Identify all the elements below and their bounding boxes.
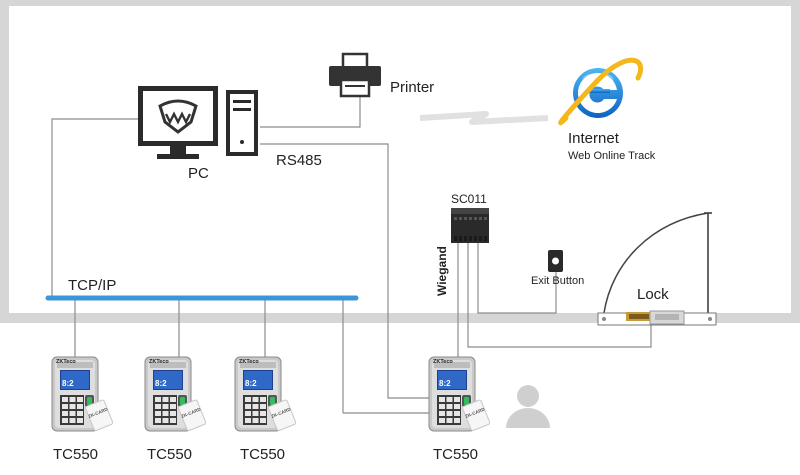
- terminal-brand-1: ZKTeco: [56, 359, 76, 365]
- pc-tcpip-wire: [51, 118, 138, 298]
- controller-label: SC011: [451, 192, 487, 206]
- terminal-device-2: [144, 356, 207, 432]
- tcpip-label: TCP/IP: [68, 277, 117, 294]
- printer-label: Printer: [390, 79, 435, 96]
- exit-button-device: [548, 250, 563, 272]
- terminal-brand-labels: ZKTeco ZKTeco ZKTeco ZKTeco: [56, 359, 453, 365]
- rs485-label: RS485: [276, 152, 322, 169]
- rs485-wire: [260, 143, 429, 399]
- internet-explorer-icon: [558, 57, 644, 126]
- wiegand-label: Wiegand: [435, 246, 449, 296]
- terminal-device-4: [428, 356, 491, 432]
- terminal-screen-labels: 8:2 8:2 8:2 8:2: [62, 379, 451, 388]
- terminal-screen-4: 8:2: [439, 379, 451, 388]
- terminal-label-1: TC550: [53, 446, 99, 463]
- room-area: [9, 6, 791, 313]
- terminal-brand-3: ZKTeco: [239, 359, 259, 365]
- controller-sc011: [451, 208, 489, 243]
- terminal-label-2: TC550: [147, 446, 193, 463]
- terminal-device-3: [234, 356, 297, 432]
- computer-tower-icon: [226, 90, 258, 156]
- terminal-screen-3: 8:2: [245, 379, 257, 388]
- terminal-device-1: [51, 356, 114, 432]
- terminal-screen-1: 8:2: [62, 379, 74, 388]
- terminal-label-3: TC550: [240, 446, 286, 463]
- internet-label: Internet: [568, 130, 619, 147]
- terminal-brand-4: ZKTeco: [433, 359, 453, 365]
- terminal-screen-2: 8:2: [155, 379, 167, 388]
- printer-icon: [329, 52, 381, 98]
- person-icon: [506, 385, 550, 428]
- pc-printer-wire: [260, 96, 361, 128]
- wires: [51, 96, 652, 414]
- controller-lock-wire: [467, 243, 652, 348]
- pc-label: PC: [188, 165, 209, 182]
- lock-label: Lock: [637, 286, 669, 303]
- monitor-icon: [138, 86, 218, 159]
- lock-device: [597, 310, 717, 326]
- terminal-brand-2: ZKTeco: [149, 359, 169, 365]
- wireless-link: [419, 111, 549, 125]
- exit-button-label: Exit Button: [531, 275, 585, 287]
- exit-button-wire: [477, 243, 557, 314]
- web-online-track-label: Web Online Track: [568, 150, 656, 162]
- door-swing-icon: [603, 212, 712, 314]
- terminal-label-4: TC550: [433, 446, 479, 463]
